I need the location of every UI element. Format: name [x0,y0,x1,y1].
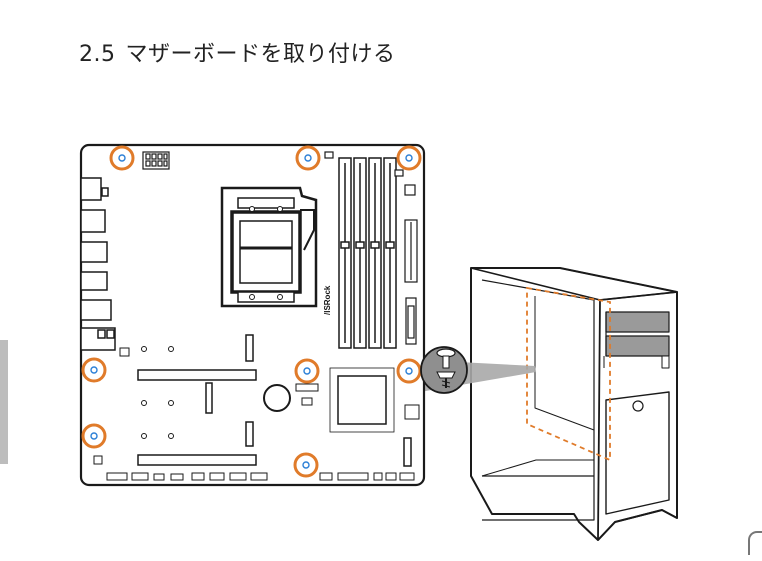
screw-hole-icon [396,145,422,171]
page-corner-mark [748,531,762,555]
ram-slots [338,157,397,349]
board-brand: /ISRock [323,285,332,315]
cpu-socket [220,186,318,308]
screw-hole-icon [396,358,422,384]
screw-hole-icon [294,358,320,384]
page-side-tab [0,340,8,464]
screw-hole-icon [81,423,107,449]
section-title: マザーボードを取り付ける [125,42,396,67]
screw-hole-icon [295,145,321,171]
screw-hole-icon [109,145,135,171]
screw-holes [81,145,422,478]
case-mount-outline [526,286,611,462]
pc-case [470,267,678,541]
section-heading: 2.5 マザーボードを取り付ける [79,36,396,68]
screw-hole-icon [81,357,107,383]
screw-detail-icon [420,346,468,394]
screw-hole-icon [293,452,319,478]
section-number: 2.5 [79,42,116,67]
motherboard: /ISRock [79,143,426,487]
